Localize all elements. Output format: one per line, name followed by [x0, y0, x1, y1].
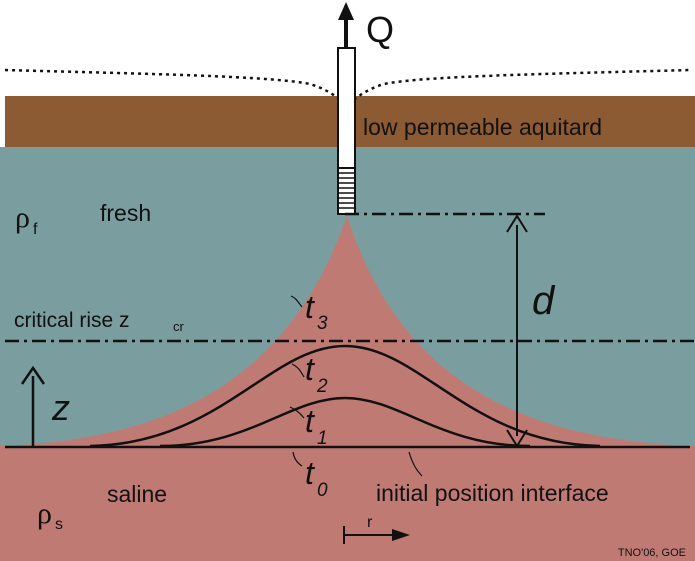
discharge-label: Q — [366, 9, 394, 50]
t2-label: t 2 — [305, 351, 328, 397]
radial-axis-label: r — [367, 514, 373, 531]
vertical-axis-label: z — [51, 387, 70, 428]
distance-arrow-head-bottom — [506, 429, 528, 448]
interface-t1 — [159, 396, 531, 448]
rho-saline-label: ρ s — [37, 497, 63, 533]
leader-t3 — [290, 295, 303, 308]
svg-text:t: t — [305, 455, 315, 491]
saline-cone-t3 — [0, 216, 695, 446]
aquitard-label: low permeable aquitard — [363, 114, 602, 140]
svg-text:s: s — [55, 516, 63, 533]
distance-label: d — [532, 279, 556, 323]
svg-text:1: 1 — [317, 428, 328, 449]
vertical-axis-arrow-head — [20, 365, 46, 385]
leader-initial-interface — [408, 451, 423, 477]
svg-text:0: 0 — [317, 480, 328, 501]
svg-text:critical rise z: critical rise z — [14, 309, 130, 332]
leader-t2 — [291, 363, 305, 378]
interface-t2 — [89, 344, 601, 448]
svg-text:t: t — [305, 351, 315, 387]
svg-text:3: 3 — [317, 313, 328, 334]
svg-text:f: f — [33, 221, 38, 238]
saline-label: saline — [107, 481, 167, 507]
well-screen — [337, 167, 356, 215]
svg-text:t: t — [305, 403, 315, 439]
rho-fresh-label: ρ f — [15, 201, 38, 238]
radial-axis-head — [392, 529, 410, 541]
t1-label: t 1 — [305, 403, 328, 449]
svg-text:t: t — [305, 289, 315, 325]
svg-text:cr: cr — [173, 319, 185, 334]
t3-label: t 3 — [305, 289, 328, 334]
well-casing — [337, 47, 356, 169]
distance-arrow-head-top — [506, 214, 528, 233]
leader-t1 — [289, 406, 305, 419]
fresh-label: fresh — [100, 200, 151, 226]
discharge-arrow-head — [338, 2, 354, 20]
credit-label: TNO'06, GOE — [618, 547, 686, 559]
well-screen-slots — [338, 172, 355, 209]
svg-text:ρ: ρ — [37, 497, 52, 530]
svg-text:ρ: ρ — [15, 201, 30, 234]
svg-text:2: 2 — [316, 376, 328, 397]
t0-label: t 0 — [305, 455, 328, 501]
initial-interface-label: initial position interface — [376, 480, 609, 506]
drawdown-curve — [4, 68, 691, 107]
critical-rise-label: critical rise z cr — [14, 309, 185, 334]
saline-water-zone — [0, 446, 695, 561]
leader-t0 — [292, 451, 303, 467]
